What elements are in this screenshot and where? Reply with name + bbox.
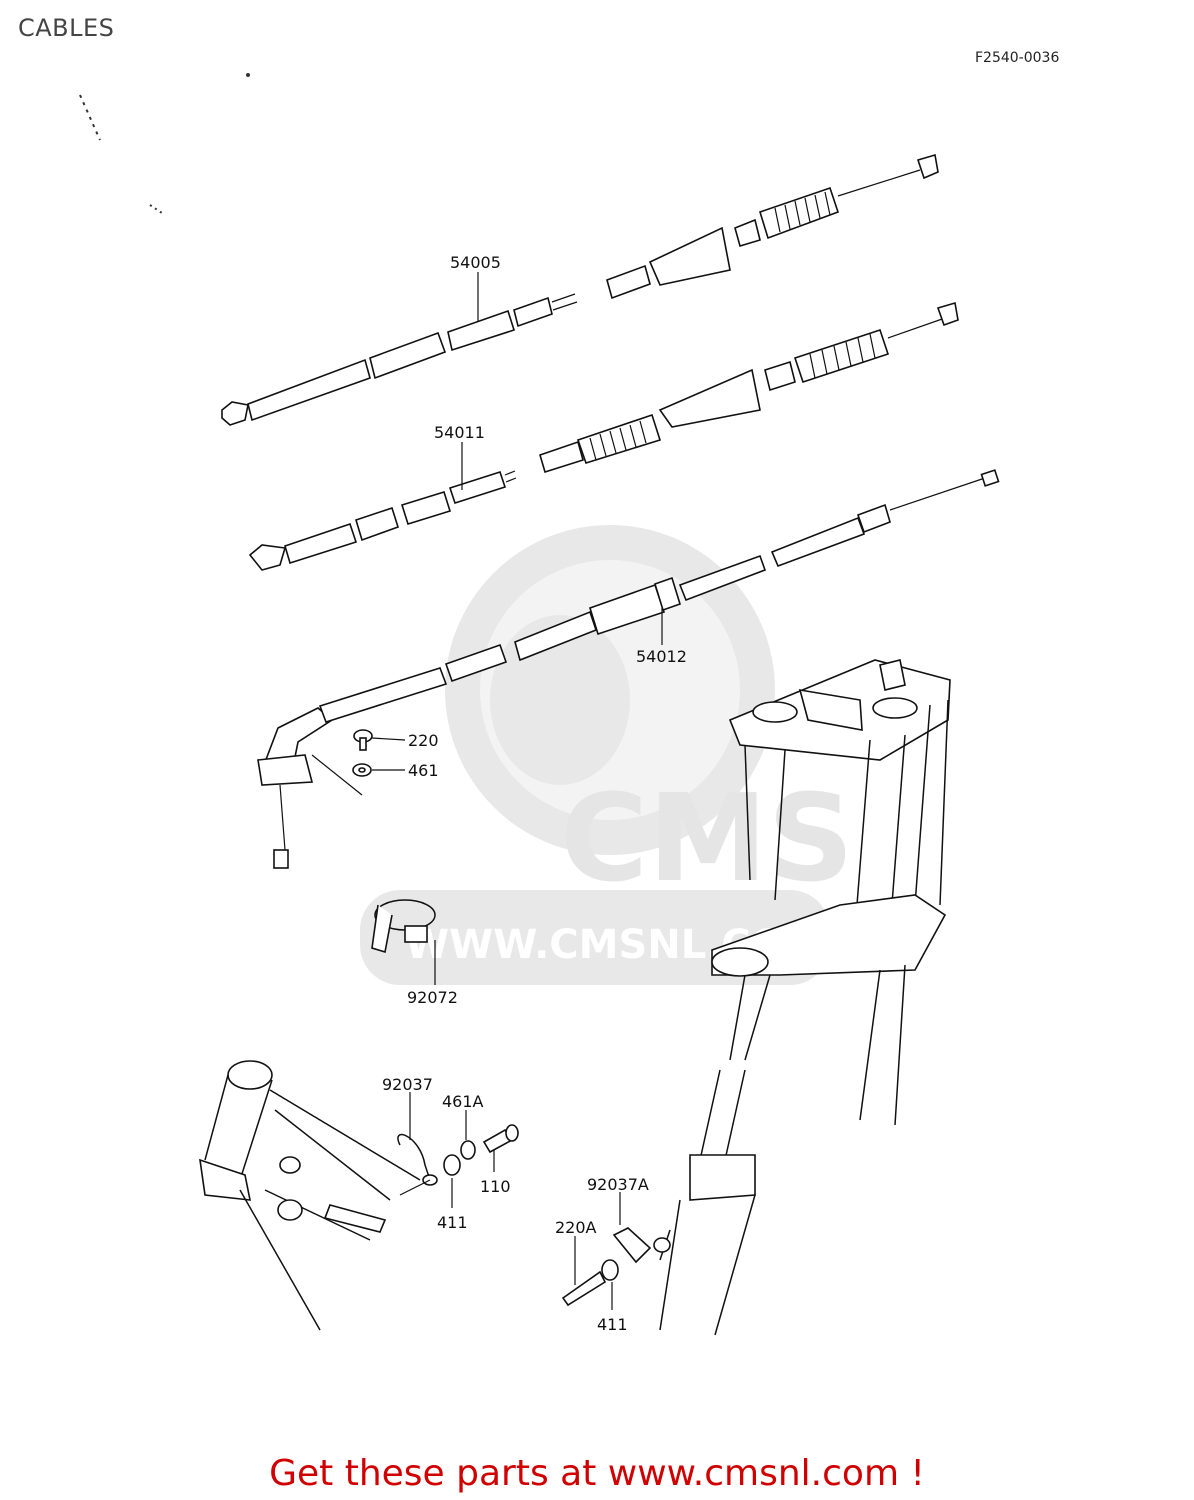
callout-461A: 461A xyxy=(442,1092,484,1111)
bolt-110 xyxy=(482,1124,519,1154)
washer-411-lower xyxy=(601,1259,619,1281)
callout-110: 110 xyxy=(480,1177,511,1196)
callout-leaders xyxy=(371,272,663,1310)
cable-54011 xyxy=(248,301,959,571)
cable-54012 xyxy=(257,469,1000,869)
cable-54005 xyxy=(221,153,939,426)
screw-220A xyxy=(561,1270,607,1307)
washer-461A xyxy=(460,1140,476,1160)
callout-92072: 92072 xyxy=(407,988,458,1007)
callout-411-upper: 411 xyxy=(437,1213,468,1232)
callout-54011: 54011 xyxy=(434,423,485,442)
callout-54012: 54012 xyxy=(636,647,687,666)
clamp-92037A xyxy=(612,1227,671,1264)
frame-head xyxy=(199,1060,421,1331)
callout-411-lower: 411 xyxy=(597,1315,628,1334)
clamp-92037 xyxy=(397,1134,438,1186)
front-fork xyxy=(659,659,951,1336)
clamp-92072 xyxy=(371,899,436,954)
footer-cta[interactable]: Get these parts at www.cmsnl.com ! xyxy=(269,1453,925,1494)
callout-461: 461 xyxy=(408,761,439,780)
assembly-line-220 xyxy=(311,754,363,796)
scan-marks xyxy=(79,73,250,216)
callout-92037: 92037 xyxy=(382,1075,433,1094)
watermark-logo: CMS WWW.CMSNL.COM xyxy=(360,525,854,985)
page-title: CABLES xyxy=(18,14,115,42)
watermark-logo-text: CMS xyxy=(560,770,854,909)
callout-54005: 54005 xyxy=(450,253,501,272)
washer-461 xyxy=(352,763,372,777)
callout-220: 220 xyxy=(408,731,439,750)
assembly-line-92037 xyxy=(399,1179,431,1196)
figure-code: F2540-0036 xyxy=(975,50,1060,66)
callout-92037A: 92037A xyxy=(587,1175,649,1194)
washer-411-upper xyxy=(443,1154,461,1176)
parts-diagram: CMS WWW.CMSNL.COM xyxy=(79,73,1000,1336)
callout-220A: 220A xyxy=(555,1218,597,1237)
screw-220 xyxy=(353,729,373,751)
